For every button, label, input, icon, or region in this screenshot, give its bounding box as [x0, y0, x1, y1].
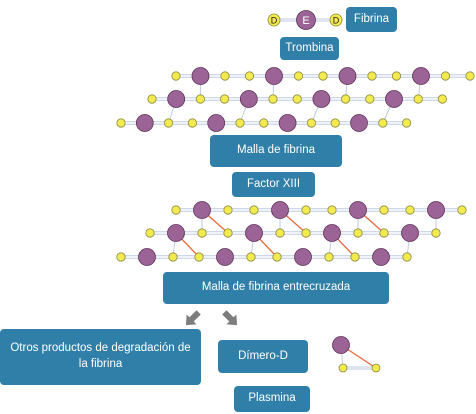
fibrin-monomer: D E D	[267, 10, 343, 30]
e-domain	[296, 10, 316, 30]
malla-entrecruzada-label: Malla de fibrina entrecruzada	[163, 272, 389, 304]
arrow-down-right-icon	[222, 310, 238, 326]
arrow-down-left-icon	[185, 310, 201, 326]
d-domain-right-label: D	[333, 16, 340, 26]
e-domain-label: E	[302, 15, 309, 27]
crosslinked-fibrin-mesh	[116, 201, 467, 266]
fibrin-mesh	[116, 67, 475, 132]
degradation-arrows	[185, 310, 238, 326]
d-domain-left-label: D	[271, 16, 278, 26]
d-domain-left	[267, 13, 281, 27]
dimero-d-label: Dímero-D	[218, 340, 308, 373]
fibrina-label: Fibrina	[346, 7, 397, 32]
trombina-label: Trombina	[280, 37, 339, 60]
plasmina-label: Plasmina	[234, 386, 310, 412]
factor-xiii-label: Factor XIII	[232, 172, 315, 197]
d-domain-right	[329, 13, 343, 27]
d-dimer-molecule	[332, 336, 381, 373]
malla-fibrina-label: Malla de fibrina	[210, 135, 342, 167]
otros-productos-label: Otros productos de degradación de la fib…	[0, 329, 201, 385]
